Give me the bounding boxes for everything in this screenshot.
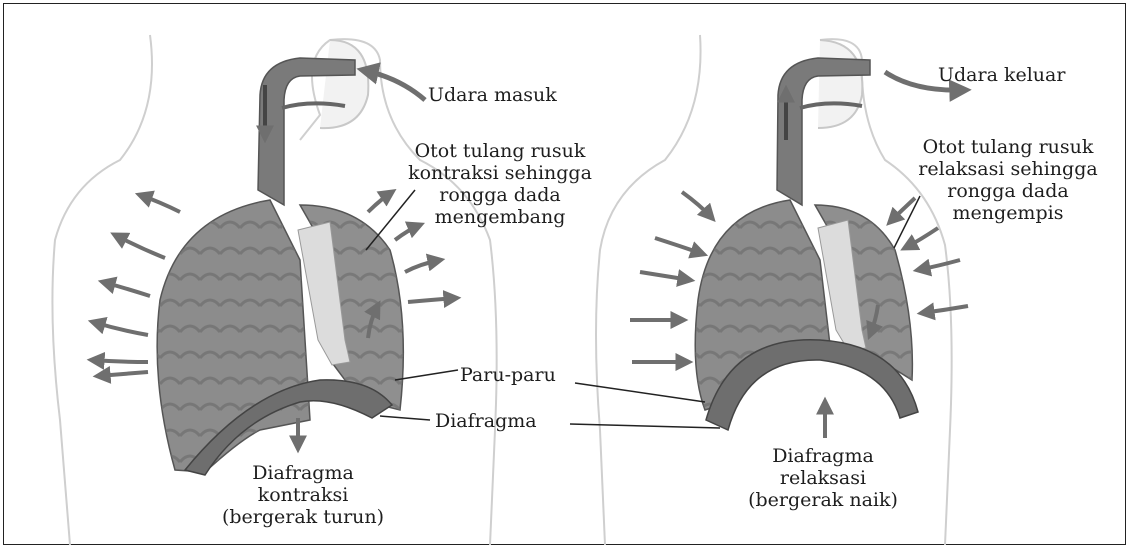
label-otot-relaksasi-line4: mengempis xyxy=(898,202,1118,224)
right-head xyxy=(818,40,862,128)
label-diafragma-relaksasi-line2: relaksasi xyxy=(728,467,918,489)
label-otot-kontraksi-line3: rongga dada xyxy=(380,184,620,206)
label-diafragma-kontraksi-line2: kontraksi xyxy=(208,484,398,506)
label-paru-paru: Paru-paru xyxy=(460,364,556,386)
label-diafragma-relaksasi: Diafragma relaksasi (bergerak naik) xyxy=(728,445,918,511)
label-otot-kontraksi-line2: kontraksi sehingga xyxy=(380,162,620,184)
label-otot-kontraksi-line1: Otot tulang rusuk xyxy=(380,140,620,162)
label-udara-keluar: Udara keluar xyxy=(938,64,1065,86)
label-diafragma-relaksasi-line3: (bergerak naik) xyxy=(728,489,918,511)
label-diafragma-kontraksi-line1: Diafragma xyxy=(208,462,398,484)
label-otot-relaksasi: Otot tulang rusuk relaksasi sehingga ron… xyxy=(898,136,1118,224)
label-otot-relaksasi-line2: relaksasi sehingga xyxy=(898,158,1118,180)
label-otot-relaksasi-line1: Otot tulang rusuk xyxy=(898,136,1118,158)
label-otot-kontraksi-line4: mengembang xyxy=(380,206,620,228)
label-otot-kontraksi: Otot tulang rusuk kontraksi sehingga ron… xyxy=(380,140,620,228)
left-head xyxy=(320,40,368,128)
left-air-in-arrow xyxy=(363,70,425,100)
label-diafragma-kontraksi-line3: (bergerak turun) xyxy=(208,506,398,528)
label-otot-relaksasi-line3: rongga dada xyxy=(898,180,1118,202)
label-diafragma: Diafragma xyxy=(435,410,537,432)
label-diafragma-relaksasi-line1: Diafragma xyxy=(728,445,918,467)
label-diafragma-kontraksi: Diafragma kontraksi (bergerak turun) xyxy=(208,462,398,528)
label-udara-masuk: Udara masuk xyxy=(428,84,557,106)
